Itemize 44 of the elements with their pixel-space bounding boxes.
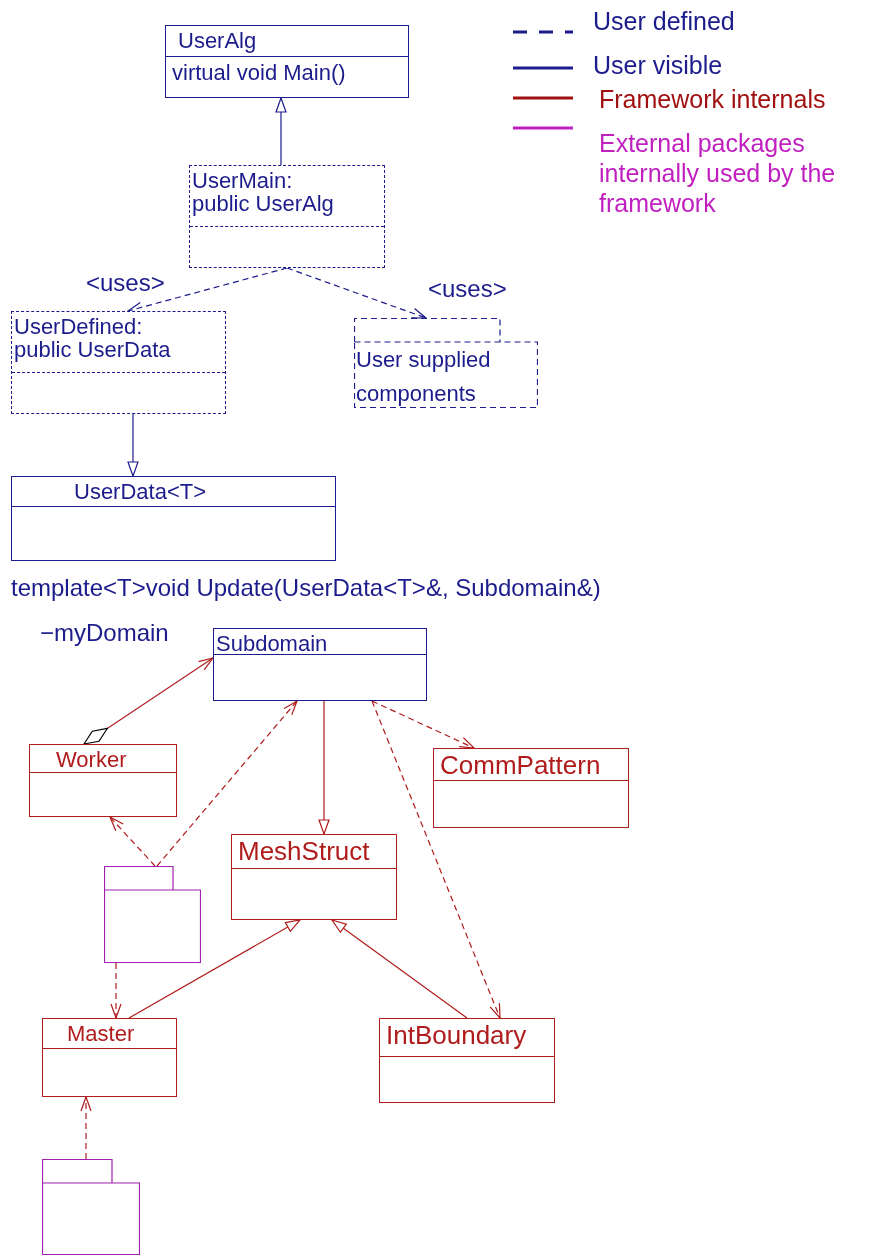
class-name: Subdomain <box>216 632 328 656</box>
dependency-arrow <box>286 267 427 319</box>
class-name: Master <box>67 1022 135 1046</box>
class-name: UserAlg <box>178 29 257 53</box>
arrow <box>128 919 301 1019</box>
arrow <box>127 413 139 477</box>
class-box <box>379 1018 555 1103</box>
function-signature: template<T>void Update(UserData<T>&, Subdomain&) <box>11 574 601 602</box>
dependency-arrow <box>110 962 122 1019</box>
class-name: IntBoundary <box>386 1022 527 1050</box>
method-text: virtual void Main() <box>172 61 346 86</box>
dependency-arrow <box>156 700 298 867</box>
class-box <box>189 165 385 268</box>
dependency-arrow <box>371 700 501 1019</box>
class-box <box>29 744 177 817</box>
class-box <box>433 748 629 828</box>
package-name: User supplied components <box>356 346 492 408</box>
legend-text: External packages internally used by the framework <box>599 128 837 218</box>
class-name: CommPattern <box>440 752 601 780</box>
class-box <box>42 1018 177 1097</box>
dependency-arrow <box>127 267 288 313</box>
arrow <box>331 919 468 1019</box>
class-name: Worker <box>56 748 127 772</box>
class-box <box>213 628 427 701</box>
arrow <box>83 657 214 745</box>
legend-text: User visible <box>593 50 724 80</box>
class-box <box>231 834 397 920</box>
class-box <box>11 311 226 414</box>
package-symbol <box>354 318 538 408</box>
legend-text: Framework internals <box>599 84 827 114</box>
dependency-arrow <box>371 700 475 749</box>
class-box <box>165 25 409 98</box>
arrow <box>275 97 287 166</box>
class-name: MeshStruct <box>238 838 370 866</box>
arrow <box>318 700 330 835</box>
package-symbol <box>104 866 201 963</box>
class-box <box>11 476 336 561</box>
class-name: UserData<T> <box>74 480 207 504</box>
legend-text: User defined <box>593 6 736 36</box>
dependency-arrow <box>109 816 156 867</box>
class-name: UserMain: public UserAlg <box>192 169 335 216</box>
package-symbol <box>42 1159 140 1255</box>
class-name: UserDefined: public UserData <box>14 315 172 362</box>
dependency-arrow <box>80 1096 92 1160</box>
